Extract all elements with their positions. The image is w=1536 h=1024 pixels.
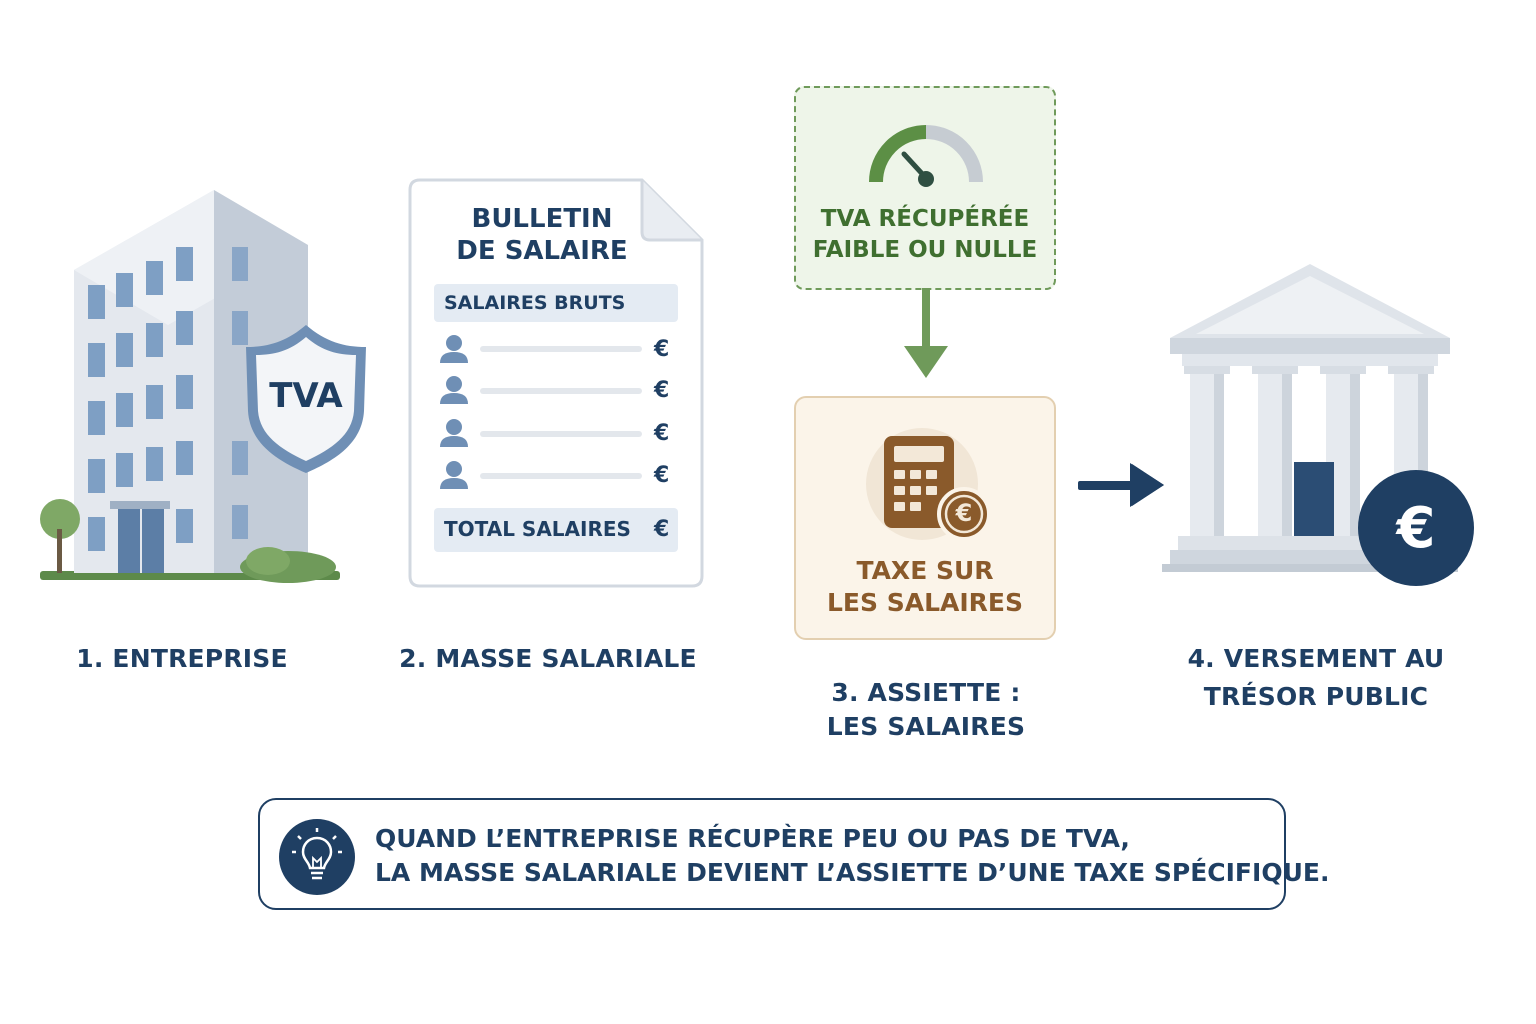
payslip-row-currency: €: [654, 421, 670, 446]
note-text: QUAND L’ENTREPRISE RÉCUPÈRE PEU OU PAS D…: [375, 822, 1329, 890]
recovered-vat-box: [794, 86, 1056, 290]
step-3-label-line1: 3. ASSIETTE :: [831, 678, 1021, 707]
payslip-document-icon: [408, 178, 704, 588]
recovered-vat-line1: TVA RÉCUPÉRÉE: [820, 206, 1030, 232]
payslip-row-currency: €: [654, 378, 670, 403]
office-building-icon: [40, 190, 366, 583]
shield-tva-text: TVA: [269, 376, 343, 416]
step-3-label-line2: LES SALAIRES: [826, 712, 1026, 741]
payslip-total-currency: €: [654, 517, 670, 542]
step-2-label: 2. MASSE SALARIALE: [399, 644, 697, 673]
step-4-label: 4. VERSEMENT AU TRÉSOR PUBLIC: [1170, 642, 1462, 714]
tax-line2: LES SALAIRES: [827, 588, 1023, 617]
tax-line1: TAXE SUR: [856, 556, 994, 585]
arrow-right-icon: [1078, 463, 1164, 507]
payslip-total-label: TOTAL SALAIRES: [444, 517, 631, 541]
step-1-label: 1. ENTREPRISE: [76, 644, 288, 673]
note-line1: QUAND L’ENTREPRISE RÉCUPÈRE PEU OU PAS D…: [375, 824, 1130, 853]
step-4-label-line2: TRÉSOR PUBLIC: [1203, 682, 1429, 711]
payslip-title-line2: DE SALAIRE: [456, 236, 628, 266]
calculator-icon: [866, 428, 991, 541]
recovered-vat-line2: FAIBLE OU NULLE: [812, 237, 1038, 263]
treasury-coin-symbol: €: [1396, 496, 1436, 561]
tax-coin-symbol: €: [955, 499, 973, 527]
payslip-title-line1: BULLETIN: [471, 204, 613, 234]
payslip-header: SALAIRES BRUTS: [444, 292, 626, 314]
payslip-row-currency: €: [654, 337, 670, 362]
treasury-building-icon: [1162, 264, 1474, 586]
note-callout: QUAND L’ENTREPRISE RÉCUPÈRE PEU OU PAS D…: [258, 798, 1329, 910]
lightbulb-icon: [279, 819, 355, 895]
note-line2: LA MASSE SALARIALE DEVIENT L’ASSIETTE D’…: [375, 858, 1330, 887]
gauge-icon: [869, 125, 983, 187]
arrow-down-icon: [904, 288, 948, 378]
step-4-label-line1: 4. VERSEMENT AU: [1187, 644, 1445, 673]
payslip-row-currency: €: [654, 463, 670, 488]
step-3-label: 3. ASSIETTE : LES SALAIRES: [790, 676, 1062, 744]
